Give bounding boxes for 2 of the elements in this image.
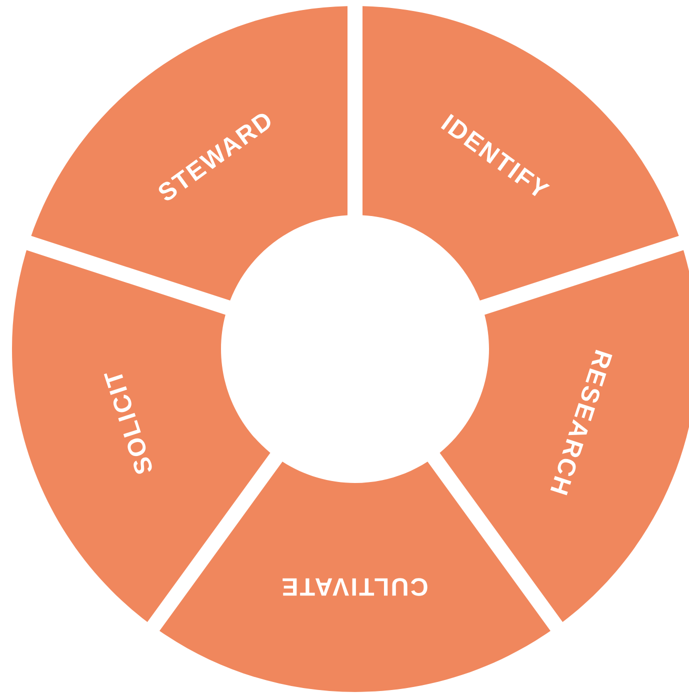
ring-segment: CULTIVATE — [160, 462, 550, 692]
node-label: CULTIVATE — [282, 578, 428, 596]
